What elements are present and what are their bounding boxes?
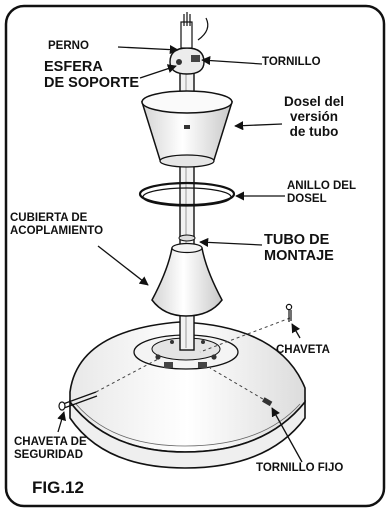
- canopy-ring: [138, 181, 236, 207]
- set-screw: [262, 397, 273, 407]
- leader-lines: [57, 45, 303, 463]
- canopy: [140, 90, 234, 168]
- figure-label: FIG.12: [32, 478, 84, 497]
- label-tornillo: TORNILLO: [262, 56, 321, 68]
- label-chaveta-de-seguridad: CHAVETA DE SEGURIDAD: [14, 436, 87, 461]
- motor-housing: [69, 321, 306, 469]
- label-tornillo-fijo: TORNILLO FIJO: [256, 462, 344, 474]
- coupling-cover: [151, 234, 223, 317]
- hanger-ball: [169, 12, 209, 75]
- cotter-pin: [285, 303, 293, 322]
- label-anillo-del-dosel: ANILLO DEL DOSEL: [287, 180, 356, 205]
- label-cubierta-de-acoplamiento: CUBIERTA DE ACOPLAMIENTO: [10, 212, 104, 237]
- safety-pin: [58, 391, 98, 411]
- label-tubo-de-montaje: TUBO DE MONTAJE: [264, 232, 334, 265]
- pin-alignment-lines: [95, 317, 291, 403]
- label-chaveta: CHAVETA: [276, 344, 330, 356]
- label-dosel-version-tubo: Dosel del versión de tubo: [284, 94, 345, 140]
- label-perno: PERNO: [48, 40, 89, 52]
- label-esfera-de-soporte: ESFERA DE SOPORTE: [44, 59, 140, 92]
